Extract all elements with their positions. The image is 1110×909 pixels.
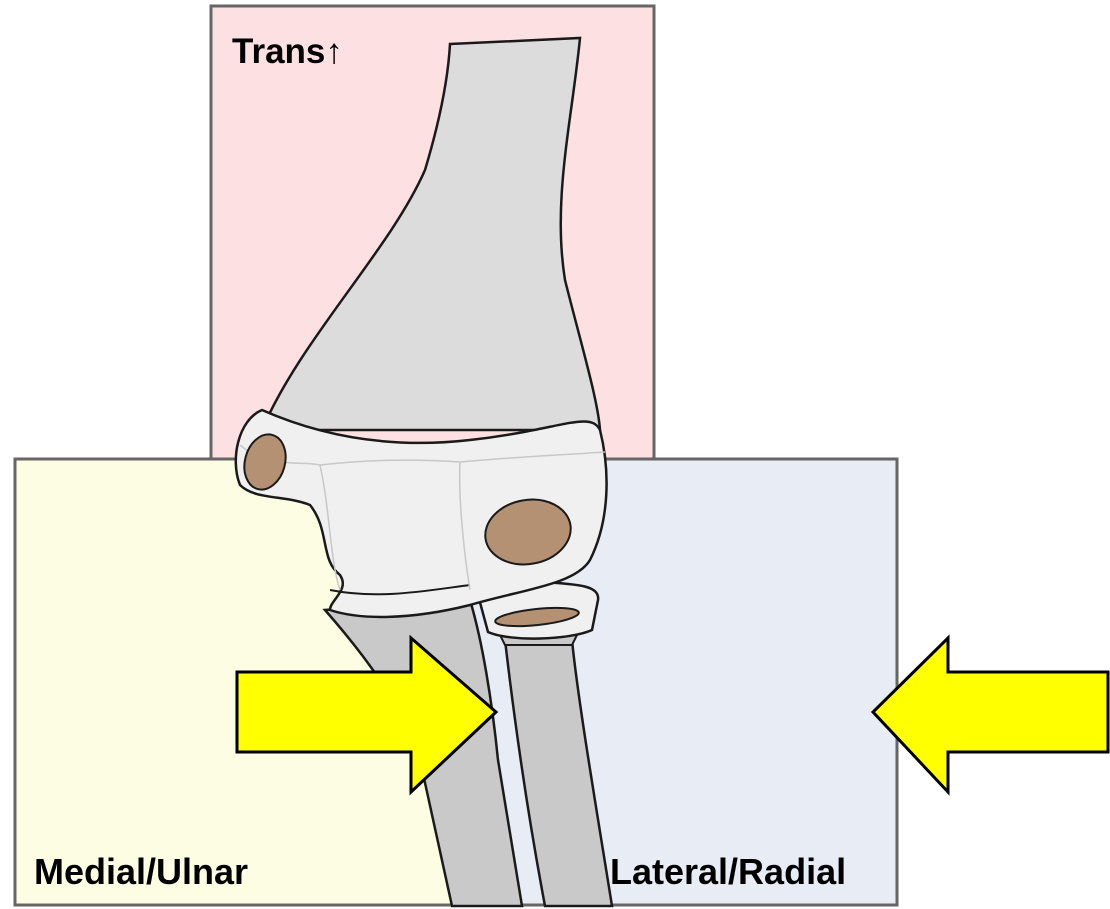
medial-ulnar-label: Medial/Ulnar	[34, 854, 248, 890]
lateral-radial-label: Lateral/Radial	[610, 854, 846, 890]
arrow-left-icon	[873, 638, 1108, 792]
trans-label: Trans↑	[232, 34, 343, 69]
